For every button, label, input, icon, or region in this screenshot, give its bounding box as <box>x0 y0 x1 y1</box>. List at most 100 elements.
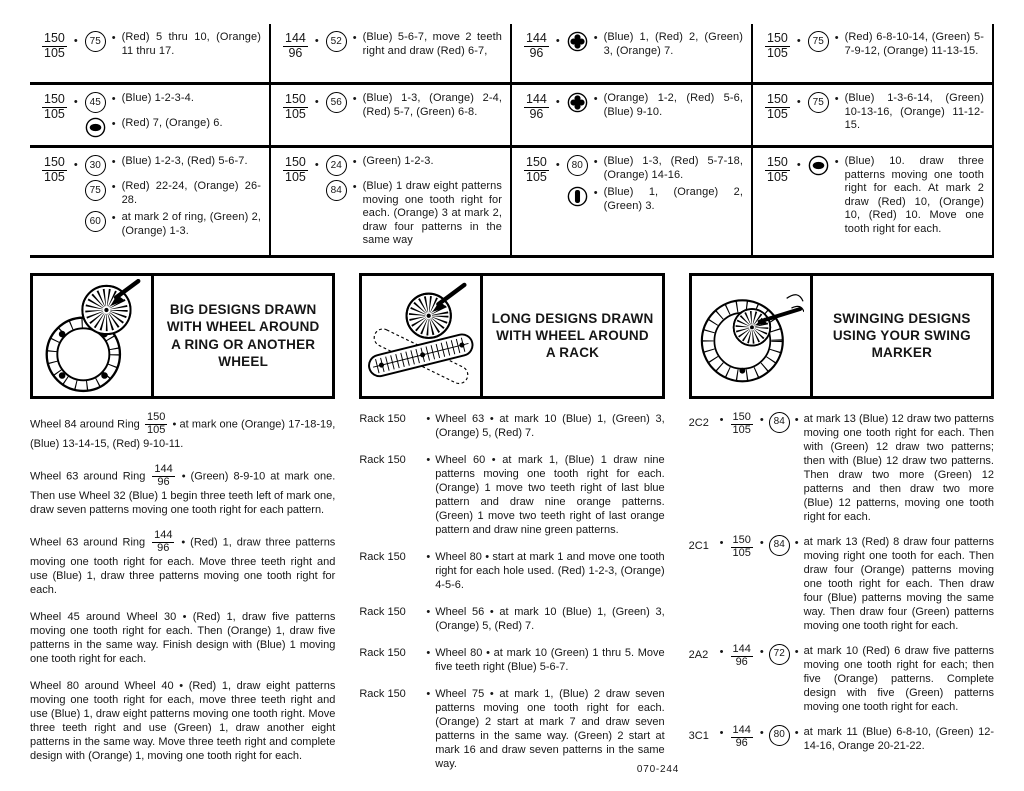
wheel-number-badge: 24 <box>325 155 347 176</box>
bullet: • <box>794 726 799 739</box>
bullet: • <box>111 212 116 224</box>
instruction-item: 75 • (Red) 6-8-10-14, (Green) 5-7-9-12, … <box>807 31 984 58</box>
rack-instruction-item: Rack 150 • Wheel 80 • start at mark 1 an… <box>359 550 664 592</box>
bullet: • <box>593 93 598 105</box>
bullet: • <box>485 550 490 563</box>
wheel-label: Wheel 75 <box>435 687 485 700</box>
instruction-text: at mark 10 (Green) 1 thru 5. Move five t… <box>435 646 665 673</box>
bullet: • <box>111 156 116 168</box>
wheel-number-badge: 80 <box>768 724 790 746</box>
bullet: • <box>111 118 116 130</box>
bullet: • <box>491 453 496 466</box>
wheel-label: Wheel 60 <box>435 453 486 466</box>
instruction-text: at mark 1, (Blue) 2 draw seven patterns … <box>435 687 665 770</box>
instruction-text: (Blue) 1, (Red) 2, (Green) 3, (Orange) 7… <box>603 31 743 57</box>
instruction-text: at mark 10 (Blue) 1, (Green) 3, (Orange)… <box>435 412 665 439</box>
bullet: • <box>314 159 319 171</box>
paragraph-text: • (Green) 8-9-10 at mark one. Then use W… <box>30 470 336 516</box>
rack-label: Rack 150 <box>359 687 406 700</box>
paragraph-text: • (Red) 1, draw three patterns moving on… <box>30 536 336 596</box>
oval-gear-icon <box>85 117 106 138</box>
instruction-text: at mark 1, (Blue) 1 draw nine patterns m… <box>435 453 665 536</box>
instruction-item: 56 • (Blue) 1-3, (Orange) 2-4, (Red) 5-7… <box>325 92 502 119</box>
oval-gear-icon <box>808 155 829 176</box>
design-code-label: 3C1 <box>688 729 709 742</box>
instruction-item: • (Red) 7, (Orange) 6. <box>85 117 261 138</box>
wheel-label: Wheel 80 <box>435 550 482 563</box>
rack-instruction-item: Rack 150 • Wheel 63 • at mark 10 (Blue) … <box>359 412 664 440</box>
bar-gear-icon <box>567 186 588 207</box>
wheel-number-badge: 72 <box>768 643 790 665</box>
bullet: • <box>759 413 764 426</box>
instruction-text: at mark 13 (Blue) 12 draw two patterns m… <box>803 412 994 523</box>
bullet: • <box>593 32 598 44</box>
paragraph-text: Wheel 63 around Ring <box>30 536 146 549</box>
bullet: • <box>489 605 494 618</box>
section-header-row: BIG DESIGNS DRAWN WITH WHEEL AROUND A RI… <box>30 272 994 399</box>
bullet: • <box>555 96 560 108</box>
rack-instruction-body: Wheel 80 • start at mark 1 and move one … <box>435 550 664 592</box>
instruction-text: at mark 13 (Red) 8 draw four patterns mo… <box>803 535 994 632</box>
rack-instruction-body: Wheel 56 • at mark 10 (Blue) 1, (Green) … <box>435 605 664 633</box>
cross-gear-icon <box>567 31 588 52</box>
bullet: • <box>593 156 598 168</box>
bullet: • <box>314 35 319 47</box>
bullet: • <box>73 35 78 47</box>
section-header-long-designs: LONG DESIGNS DRAWN WITH WHEEL AROUND A R… <box>359 272 665 399</box>
swing-marker-illustration <box>692 275 813 396</box>
bullet: • <box>489 687 494 700</box>
bullet: • <box>111 181 116 193</box>
bullet: • <box>352 156 357 168</box>
paragraph-text: Wheel 80 around Wheel 40 • (Red) 1, draw… <box>30 679 336 762</box>
bullet: • <box>796 159 801 171</box>
rack-instruction-item: Rack 150 • Wheel 56 • at mark 10 (Blue) … <box>359 605 664 633</box>
bullet: • <box>796 96 801 108</box>
rack-label: Rack 150 <box>359 550 406 563</box>
wheel-label: Wheel 80 <box>435 646 483 659</box>
wheel-number-badge: 75 <box>807 31 829 52</box>
instruction-text: (Blue) 1, (Orange) 2, (Green) 3. <box>603 186 743 212</box>
instruction-paragraph: Wheel 45 around Wheel 30 • (Red) 1, draw… <box>30 610 335 666</box>
wheel-number-badge: 80 <box>566 155 588 176</box>
instruction-text: (Blue) 5-6-7, move 2 teeth right and dra… <box>362 31 502 57</box>
instruction-text: (Red) 6-8-10-14, (Green) 5-7-9-12, (Oran… <box>844 31 984 57</box>
instruction-text: start at mark 1 and move one tooth right… <box>435 550 665 591</box>
instruction-item: • (Blue) 10. draw three patterns moving … <box>808 155 984 236</box>
bullet: • <box>111 32 116 44</box>
bullet: • <box>834 93 839 105</box>
bullet: • <box>796 35 801 47</box>
bullet: • <box>426 646 431 659</box>
bullet: • <box>759 726 764 739</box>
instruction-text: (Blue) 1-3, (Orange) 2-4, (Red) 5-7, (Gr… <box>362 92 502 118</box>
instruction-item: 52 • (Blue) 5-6-7, move 2 teeth right an… <box>325 31 502 58</box>
instruction-text: (Green) 1-2-3. <box>362 155 434 167</box>
paragraph-text: Wheel 63 around Ring <box>30 470 146 483</box>
wheel-number-badge: 30 <box>84 155 106 176</box>
